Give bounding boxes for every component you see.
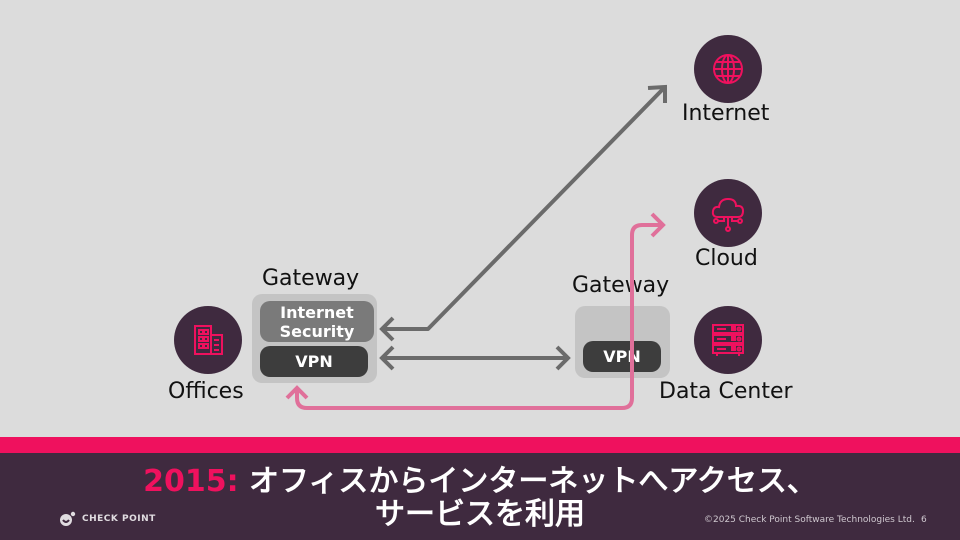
- cloud-node: [694, 179, 762, 247]
- slide-title-line2: サービスを利用: [0, 498, 960, 532]
- cloud-network-icon: [711, 197, 745, 232]
- office-vpn-module: VPN: [260, 346, 368, 377]
- arrow-office-to-cloud: [295, 223, 663, 410]
- accent-bar: [0, 437, 960, 453]
- arrow-security-to-internet: [382, 86, 666, 331]
- globe-icon: [713, 54, 743, 84]
- slide-title-line1: 2015: オフィスからインターネットへアクセス、: [0, 465, 960, 499]
- internet-label: Internet: [682, 101, 770, 126]
- arrowhead-dc-vpn: [555, 345, 571, 371]
- connection-arrows: [285, 84, 667, 410]
- title-text-line1: オフィスからインターネットへアクセス、: [238, 464, 817, 499]
- check-point-logo-icon: [60, 511, 76, 526]
- office-gateway-label: Gateway: [262, 266, 360, 291]
- title-year: 2015:: [143, 464, 239, 499]
- title-text-line2: サービスを利用: [375, 497, 585, 532]
- check-point-logo: CHECK POINT: [58, 511, 156, 527]
- logo-text: CHECK POINT: [82, 514, 156, 524]
- arrowhead-security: [379, 316, 395, 342]
- arrowhead-internet: [647, 84, 667, 103]
- building-icon: [194, 325, 223, 355]
- arrowhead-cloud: [650, 212, 666, 238]
- offices-node: [174, 306, 242, 374]
- internet-node: [694, 35, 762, 103]
- arrowhead-office-vpn: [379, 345, 395, 371]
- internet-security-label: Internet Security: [279, 302, 355, 341]
- page-number: 6: [921, 515, 927, 525]
- data-center-label: Data Center: [659, 379, 793, 404]
- offices-label: Offices: [168, 379, 244, 404]
- office-vpn-label: VPN: [295, 352, 333, 371]
- data-center-node: [694, 306, 762, 374]
- internet-security-module: Internet Security: [260, 301, 374, 342]
- footer: [0, 453, 960, 540]
- arrowhead-office-gateway: [285, 385, 309, 400]
- server-rack-icon: [712, 324, 744, 356]
- cloud-label: Cloud: [695, 246, 758, 271]
- copyright-text: ©2025 Check Point Software Technologies …: [704, 515, 915, 525]
- dc-gateway-label: Gateway: [572, 273, 670, 298]
